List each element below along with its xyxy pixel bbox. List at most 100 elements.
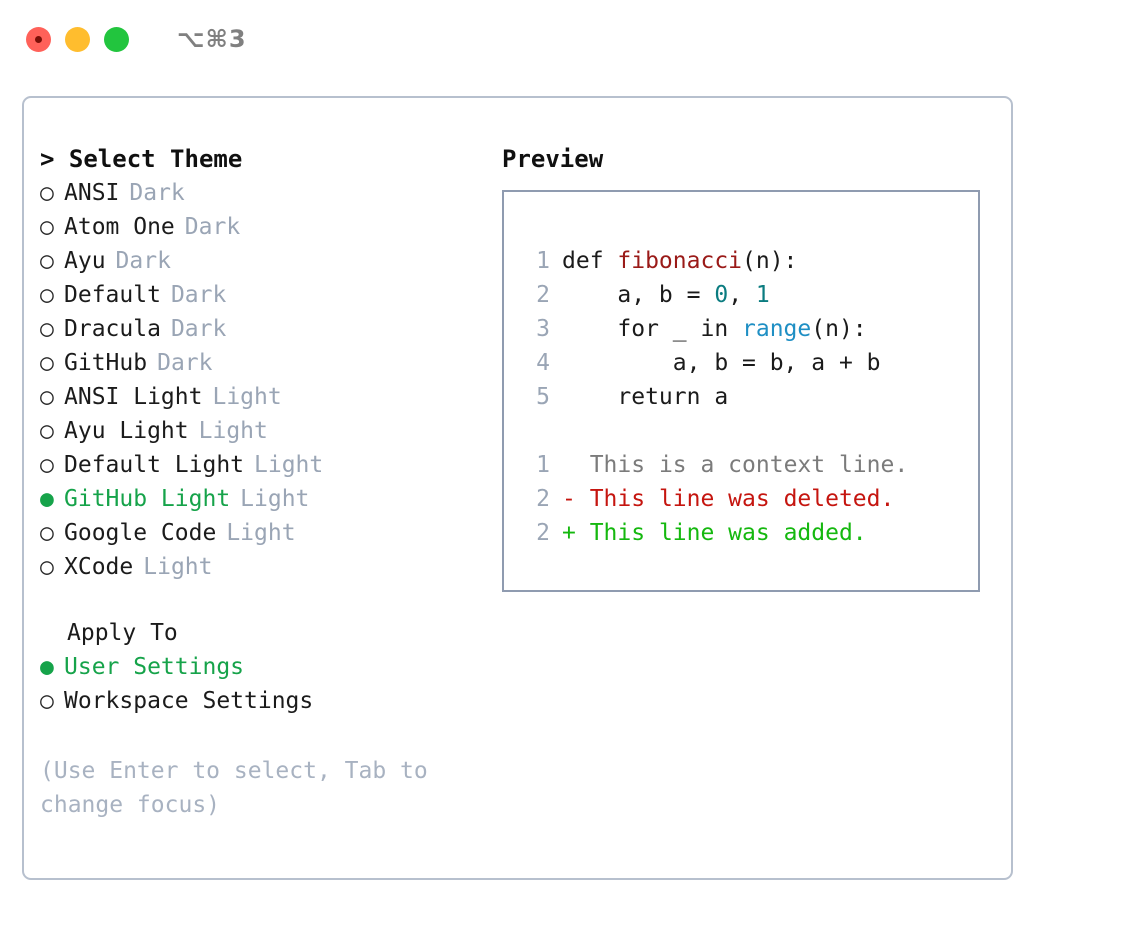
apply-to-heading: Apply To (67, 620, 178, 646)
radio-unselected-icon: ○ (40, 520, 54, 546)
theme-option-ansi-light[interactable]: ○ ANSI Light Light (40, 380, 492, 414)
diff-line-del: 2- This line was deleted. (524, 482, 970, 516)
code-token-plain: , (728, 282, 756, 308)
preview-heading: Preview (502, 145, 604, 173)
code-token-plain: a, b = (562, 282, 715, 308)
code-token-plain: def (562, 248, 618, 274)
minimize-window-icon[interactable] (65, 26, 90, 52)
code-token-plain: for _ in (562, 316, 743, 342)
apply-to-group: Apply To ● User Settings ○ Workspace Settin… (40, 616, 492, 718)
code-line-content: a, b = 0, 1 (562, 278, 770, 312)
radio-unselected-icon: ○ (40, 688, 54, 714)
radio-unselected-icon: ○ (40, 452, 54, 478)
theme-variant-badge: Light (226, 520, 296, 546)
traffic-light-group (26, 26, 129, 52)
radio-unselected-icon: ○ (40, 282, 54, 308)
theme-option-github[interactable]: ○ GitHub Dark (40, 346, 492, 380)
theme-option-label: XCode (64, 554, 134, 580)
code-line-number: 2 (536, 282, 550, 308)
radio-selected-icon: ● (40, 654, 54, 680)
code-line: 2 a, b = 0, 1 (524, 278, 970, 312)
code-line-content: def fibonacci(n): (562, 244, 797, 278)
code-token-num: 1 (755, 282, 770, 308)
radio-unselected-icon: ○ (40, 316, 54, 342)
code-line-content: for _ in range(n): (562, 312, 867, 346)
maximize-window-icon[interactable] (104, 26, 129, 52)
theme-option-google-code[interactable]: ○ Google Code Light (40, 516, 492, 550)
code-line-number: 4 (536, 350, 550, 376)
radio-unselected-icon: ○ (40, 554, 54, 580)
code-token-builtin: range (742, 316, 812, 342)
apply-to-list: ● User Settings ○ Workspace Settings (40, 650, 492, 718)
radio-unselected-icon: ○ (40, 180, 54, 206)
theme-variant-badge: Light (198, 418, 268, 444)
apply-to-option-user-settings[interactable]: ● User Settings (40, 650, 492, 684)
radio-unselected-icon: ○ (40, 384, 54, 410)
theme-option-default-light[interactable]: ○ Default Light Light (40, 448, 492, 482)
theme-variant-badge: Dark (157, 350, 213, 376)
theme-option-label: Default Light (64, 452, 245, 478)
theme-option-dracula[interactable]: ○ Dracula Dark (40, 312, 492, 346)
diff-text: This line was added. (589, 520, 867, 546)
diff-line-number: 2 (536, 520, 550, 546)
code-token-num: 0 (714, 282, 729, 308)
code-token-fn: fibonacci (617, 248, 743, 274)
diff-marker: + (562, 520, 590, 546)
theme-option-label: GitHub (64, 350, 148, 376)
radio-selected-icon: ● (40, 486, 54, 512)
diff-marker: - (562, 486, 590, 512)
theme-option-label: Ayu (64, 248, 106, 274)
apply-to-option-workspace-settings[interactable]: ○ Workspace Settings (40, 684, 492, 718)
code-line: 5 return a (524, 380, 970, 414)
diff-line-add: 2 + This line was added. (524, 516, 970, 550)
code-token-plain: (n): (811, 316, 867, 342)
theme-variant-badge: Light (212, 384, 282, 410)
radio-unselected-icon: ○ (40, 350, 54, 376)
theme-option-label: Atom One (64, 214, 175, 240)
code-line-content: return a (562, 380, 728, 414)
code-line-number: 5 (536, 384, 550, 410)
radio-unselected-icon: ○ (40, 214, 54, 240)
theme-option-label: Google Code (64, 520, 217, 546)
theme-variant-badge: Dark (170, 316, 227, 342)
apply-to-option-label: Workspace Settings (64, 688, 314, 714)
code-line: 3 for _ in range(n): (524, 312, 970, 346)
diff-line-ctx: 1 This is a context line. (524, 448, 970, 482)
theme-variant-badge: Dark (129, 180, 185, 206)
radio-unselected-icon: ○ (40, 248, 54, 274)
theme-variant-badge: Dark (184, 214, 241, 240)
theme-option-label: ANSI Light (64, 384, 203, 410)
code-token-plain: a, b = b, a + b (562, 350, 881, 376)
theme-variant-badge: Light (254, 452, 324, 478)
theme-option-label: Ayu Light (64, 418, 189, 444)
theme-option-label: Dracula (64, 316, 161, 342)
theme-option-atom-one[interactable]: ○ Atom One Dark (40, 210, 492, 244)
theme-option-ansi[interactable]: ○ ANSI Dark (40, 176, 492, 210)
apply-to-option-label: User Settings (64, 654, 245, 680)
preview-separator (524, 414, 970, 448)
select-theme-heading: > Select Theme (40, 145, 243, 173)
theme-option-default[interactable]: ○ Default Dark (40, 278, 492, 312)
theme-variant-badge: Light (240, 486, 310, 512)
theme-variant-badge: Dark (170, 282, 227, 308)
code-token-plain: (n): (742, 248, 798, 274)
code-line-content: a, b = b, a + b (562, 346, 881, 380)
theme-option-label: ANSI (64, 180, 120, 206)
window-shortcut-label: ⌥⌘3 (177, 25, 247, 53)
close-window-icon[interactable] (26, 26, 51, 52)
code-token-plain: return a (562, 384, 729, 410)
theme-option-label: Default (64, 282, 161, 308)
